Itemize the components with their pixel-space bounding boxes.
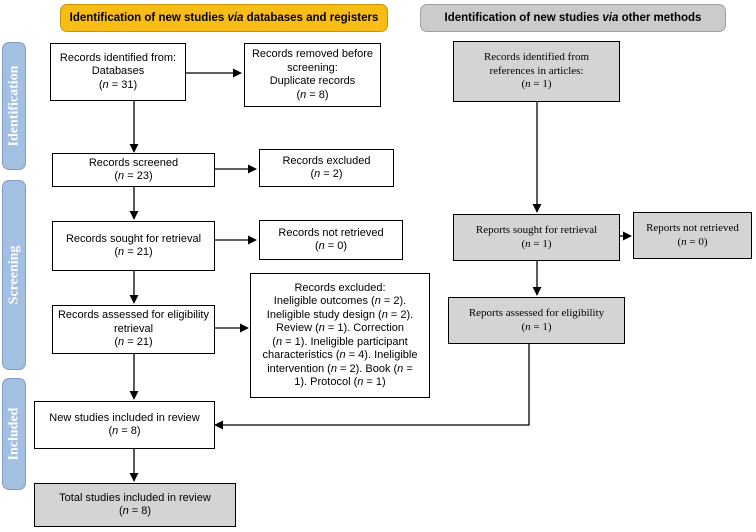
- text-line: Records screened: [88, 156, 179, 169]
- text-line: retrieval: [113, 322, 154, 335]
- box-reports-sought: Reports sought for retrieval (n = 1): [453, 214, 620, 261]
- phase-included: Included: [2, 378, 26, 490]
- box-records-screened: Records screened (n = 23): [52, 153, 215, 187]
- text-line: Records assessed for eligibility: [57, 309, 209, 322]
- count-line: (n = 1): [521, 237, 552, 250]
- box-records-excluded: Records excluded (n = 2): [259, 149, 394, 187]
- box-reports-not-retrieved: Reports not retrieved (n = 0): [633, 212, 752, 259]
- count-line: (n = 1): [521, 320, 552, 333]
- header-text: Identification of new studies: [69, 12, 225, 24]
- phase-screening: Screening: [2, 180, 26, 370]
- text-line: Records not retrieved: [278, 226, 384, 239]
- text-line: Databases: [91, 65, 145, 78]
- count-line: (n = 8): [108, 425, 141, 437]
- count-line: (n = 23): [114, 170, 153, 182]
- text-line: Duplicate records: [269, 75, 356, 87]
- count-line: (n = 21): [114, 246, 153, 258]
- header-text: other methods: [621, 12, 702, 24]
- count-line: (n = 8): [118, 505, 152, 517]
- text-line: Reports assessed for eligibility: [468, 307, 605, 319]
- box-records-not-retrieved: Records not retrieved (n = 0): [259, 220, 403, 260]
- count-line: (n = 31): [98, 78, 138, 91]
- text-line: Review (n = 1). Correction: [275, 322, 405, 334]
- box-reports-assessed: Reports assessed for eligibility (n = 1): [448, 297, 625, 344]
- text-line: Ineligible outcomes (n = 2).: [273, 295, 407, 307]
- text-line: Reports sought for retrieval: [475, 224, 598, 236]
- count-line: (n = 2): [310, 168, 343, 180]
- text-line: Records excluded:: [294, 281, 386, 294]
- header-text-italic: via: [602, 12, 619, 24]
- text-line: Total studies included in review: [59, 491, 211, 504]
- header-text: databases and registers: [246, 12, 379, 24]
- box-records-sought: Records sought for retrieval (n = 21): [52, 221, 215, 271]
- box-new-studies-included: New studies included in review (n = 8): [34, 401, 215, 449]
- header-databases: Identification of new studies via databa…: [60, 4, 388, 32]
- arrow-right-assessed-to-included: [214, 344, 530, 430]
- box-records-identified: Records identified from: Databases (n = …: [50, 43, 186, 101]
- text-line: New studies included in review: [49, 411, 200, 424]
- text-line: references in articles:: [489, 64, 584, 77]
- count-line: (n = 0): [677, 235, 708, 248]
- text-line: screening:: [287, 61, 338, 74]
- text-line: intervention (n = 2). Book (n =: [267, 362, 413, 375]
- text-line: Records removed before: [251, 48, 374, 60]
- phase-identification: Identification: [2, 42, 26, 170]
- box-records-removed: Records removed before screening: Duplic…: [244, 43, 381, 107]
- header-text-italic: via: [227, 12, 244, 24]
- text-line: Records excluded: [282, 154, 371, 167]
- text-line: Records sought for retrieval: [65, 232, 202, 245]
- count-line: (n = 8): [296, 88, 329, 101]
- box-records-identified-references: Records identified from references in ar…: [453, 41, 620, 102]
- box-records-excluded-reasons: Records excluded: Ineligible outcomes (n…: [250, 273, 430, 398]
- text-line: Records identified from:: [59, 51, 177, 64]
- box-records-assessed: Records assessed for eligibility retriev…: [52, 305, 215, 354]
- count-line: (n = 0): [314, 240, 348, 252]
- count-line: (n = 1): [521, 78, 552, 91]
- header-other-methods: Identification of new studies via other …: [420, 4, 726, 32]
- text-line: (n = 1). Ineligible participant: [272, 335, 408, 348]
- text-line: Records identified from: [483, 51, 590, 64]
- text-line: Reports not retrieved: [646, 222, 739, 234]
- box-total-studies-included: Total studies included in review (n = 8): [34, 483, 236, 527]
- count-line: (n = 21): [114, 336, 153, 349]
- header-text: Identification of new studies: [444, 12, 600, 24]
- text-line: characteristics (n = 4). Ineligible: [262, 349, 418, 361]
- text-line: Ineligible study design (n = 2).: [266, 308, 414, 321]
- text-line: 1). Protocol (n = 1): [294, 376, 386, 388]
